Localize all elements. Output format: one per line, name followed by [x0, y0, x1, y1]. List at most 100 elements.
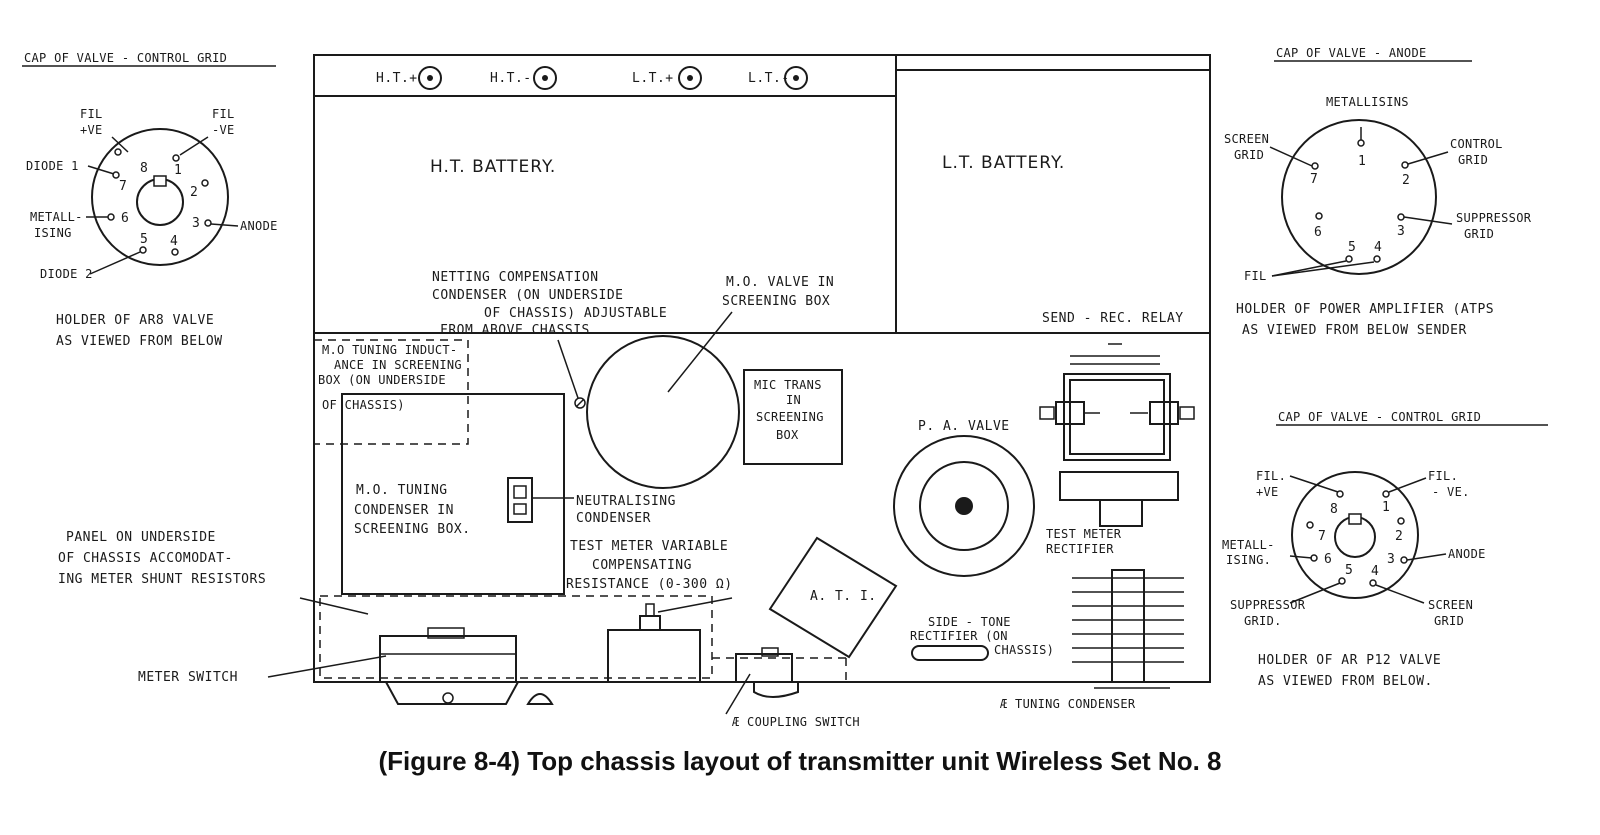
meter-shunt-panel: [319, 595, 713, 679]
side-tone-rectifier: [911, 645, 989, 661]
meter-switch-label: METER SWITCH: [138, 670, 238, 685]
mo-tuning-inductance-label: M.O TUNING INDUCT-: [322, 343, 457, 357]
svg-text:BOX (ON UNDERSIDE: BOX (ON UNDERSIDE: [318, 373, 446, 387]
svg-text:FROM ABOVE CHASSIS: FROM ABOVE CHASSIS: [440, 323, 590, 338]
svg-text:COMPENSATING: COMPENSATING: [592, 558, 692, 573]
svg-text:METALLISINS: METALLISINS: [1326, 95, 1409, 109]
meter-switch: [379, 627, 554, 705]
svg-text:FIL.: FIL.: [1428, 469, 1458, 483]
pa-valve: [893, 435, 1035, 577]
svg-text:+VE: +VE: [80, 123, 103, 137]
svg-text:ANODE: ANODE: [240, 219, 278, 233]
svg-text:6: 6: [1314, 225, 1322, 240]
svg-text:DIODE 2: DIODE 2: [40, 267, 93, 281]
svg-text:1: 1: [174, 163, 182, 178]
ae-tuning-condenser-label: Æ TUNING CONDENSER: [1000, 697, 1136, 711]
svg-text:ISING: ISING: [34, 226, 72, 240]
svg-text:7: 7: [1310, 172, 1318, 187]
ar8-holder-circle: [91, 128, 229, 266]
svg-text:IN: IN: [786, 393, 801, 407]
svg-text:CONDENSER IN: CONDENSER IN: [354, 503, 454, 518]
svg-text:SUPPRESSOR: SUPPRESSOR: [1230, 598, 1306, 612]
svg-text:ING METER SHUNT RESISTORS: ING METER SHUNT RESISTORS: [58, 572, 266, 587]
svg-text:ANODE: ANODE: [1448, 547, 1486, 561]
svg-text:CONTROL: CONTROL: [1450, 137, 1503, 151]
mic-trans-label: MIC TRANS: [754, 378, 822, 392]
ar8-holder-title: HOLDER OF AR8 VALVE: [56, 313, 214, 328]
panel-label: PANEL ON UNDERSIDE: [66, 530, 216, 545]
svg-text:SCREENING BOX.: SCREENING BOX.: [354, 522, 471, 537]
svg-text:-VE: -VE: [212, 123, 235, 137]
test-meter-resistance: [607, 629, 701, 683]
test-meter-resistance-label: TEST METER VARIABLE: [570, 539, 728, 554]
arp12-holder-circle: [1291, 471, 1419, 599]
test-meter-rectifier-label: TEST METER: [1046, 527, 1122, 541]
svg-text:CONDENSER: CONDENSER: [576, 511, 651, 526]
svg-text:AS VIEWED FROM BELOW SENDER: AS VIEWED FROM BELOW SENDER: [1242, 323, 1467, 338]
svg-text:RECTIFIER (ON: RECTIFIER (ON: [910, 629, 1008, 643]
arp12-valve-holder: CAP OF VALVE - CONTROL GRID 8 1 2 3 4 5 …: [1222, 410, 1548, 689]
svg-text:OF CHASSIS ACCOMODAT-: OF CHASSIS ACCOMODAT-: [58, 551, 233, 566]
svg-text:CONDENSER (ON UNDERSIDE: CONDENSER (ON UNDERSIDE: [432, 288, 624, 303]
svg-text:METALL-: METALL-: [1222, 538, 1275, 552]
pa-holder-circle: [1281, 119, 1437, 275]
pa-valve-holder: CAP OF VALVE - ANODE METALLISINS 1 2 3 4…: [1224, 46, 1531, 338]
svg-text:6: 6: [1324, 552, 1332, 567]
side-tone-label: SIDE - TONE: [928, 615, 1011, 629]
mo-tuning-inductance-box: [313, 339, 469, 445]
svg-text:GRID: GRID: [1234, 148, 1264, 162]
ar8-valve-holder: CAP OF VALVE - CONTROL GRID 8 1 2 3 4 5 …: [22, 51, 278, 349]
ae-tuning-condenser: [1072, 569, 1184, 689]
svg-text:- VE.: - VE.: [1432, 485, 1470, 499]
svg-text:4: 4: [1374, 240, 1382, 255]
netting-condenser-symbol: [574, 397, 586, 409]
lt-battery-label: L.T. BATTERY.: [942, 153, 1065, 173]
svg-text:1: 1: [1382, 500, 1390, 515]
svg-text:GRID: GRID: [1434, 614, 1464, 628]
svg-text:8: 8: [140, 161, 148, 176]
send-rec-relay: [1039, 343, 1195, 527]
svg-text:2: 2: [190, 185, 198, 200]
mo-valve-screening-box: [586, 335, 740, 489]
svg-text:GRID: GRID: [1464, 227, 1494, 241]
svg-text:2: 2: [1395, 529, 1403, 544]
svg-text:FIL: FIL: [1244, 269, 1267, 283]
svg-text:5: 5: [140, 232, 148, 247]
svg-text:1: 1: [1358, 154, 1366, 169]
svg-text:4: 4: [1371, 564, 1379, 579]
figure-caption: (Figure 8-4) Top chassis layout of trans…: [378, 746, 1222, 776]
chassis: H.T.+ H.T.- L.T.+ L.T.- H.T. BATTERY. L.…: [58, 54, 1211, 729]
svg-text:METALL-: METALL-: [30, 210, 83, 224]
terminal-lt-neg: L.T.-: [748, 71, 790, 86]
svg-text:2: 2: [1402, 173, 1410, 188]
svg-text:BOX: BOX: [776, 428, 799, 442]
svg-text:AS VIEWED FROM BELOW.: AS VIEWED FROM BELOW.: [1258, 674, 1433, 689]
ht-battery-label: H.T. BATTERY.: [430, 157, 556, 177]
svg-text:RESISTANCE (0-300 Ω): RESISTANCE (0-300 Ω): [566, 577, 733, 592]
ati-unit: A. T. I.: [768, 536, 898, 659]
svg-text:FIL: FIL: [80, 107, 103, 121]
send-rec-relay-label: SEND - REC. RELAY: [1042, 311, 1184, 326]
svg-text:GRID: GRID: [1458, 153, 1488, 167]
svg-text:SCREENING: SCREENING: [756, 410, 824, 424]
arp12-cap-label: CAP OF VALVE - CONTROL GRID: [1278, 410, 1481, 424]
svg-text:OF CHASSIS) ADJUSTABLE: OF CHASSIS) ADJUSTABLE: [484, 306, 667, 321]
mo-tuning-condenser-box: [341, 393, 565, 595]
svg-text:3: 3: [1397, 224, 1405, 239]
ae-coupling-switch-label: Æ COUPLING SWITCH: [732, 715, 860, 729]
arp12-holder-title: HOLDER OF AR P12 VALVE: [1258, 653, 1441, 668]
ae-coupling-switch: [735, 647, 799, 698]
svg-text:3: 3: [192, 216, 200, 231]
mo-valve-label: M.O. VALVE IN: [726, 275, 834, 290]
mic-trans-screening-box: [743, 369, 843, 465]
svg-text:8: 8: [1330, 502, 1338, 517]
svg-text:6: 6: [121, 211, 129, 226]
neutralising-condenser-label: NEUTRALISING: [576, 494, 676, 509]
svg-text:ISING.: ISING.: [1226, 553, 1271, 567]
svg-text:FIL: FIL: [212, 107, 235, 121]
ati-label: A. T. I.: [810, 589, 877, 604]
pa-valve-label: P. A. VALVE: [918, 419, 1010, 434]
pa-cap-label: CAP OF VALVE - ANODE: [1276, 46, 1427, 60]
svg-text:SCREEN: SCREEN: [1224, 132, 1269, 146]
terminal-lt-pos: L.T.+: [632, 71, 674, 86]
